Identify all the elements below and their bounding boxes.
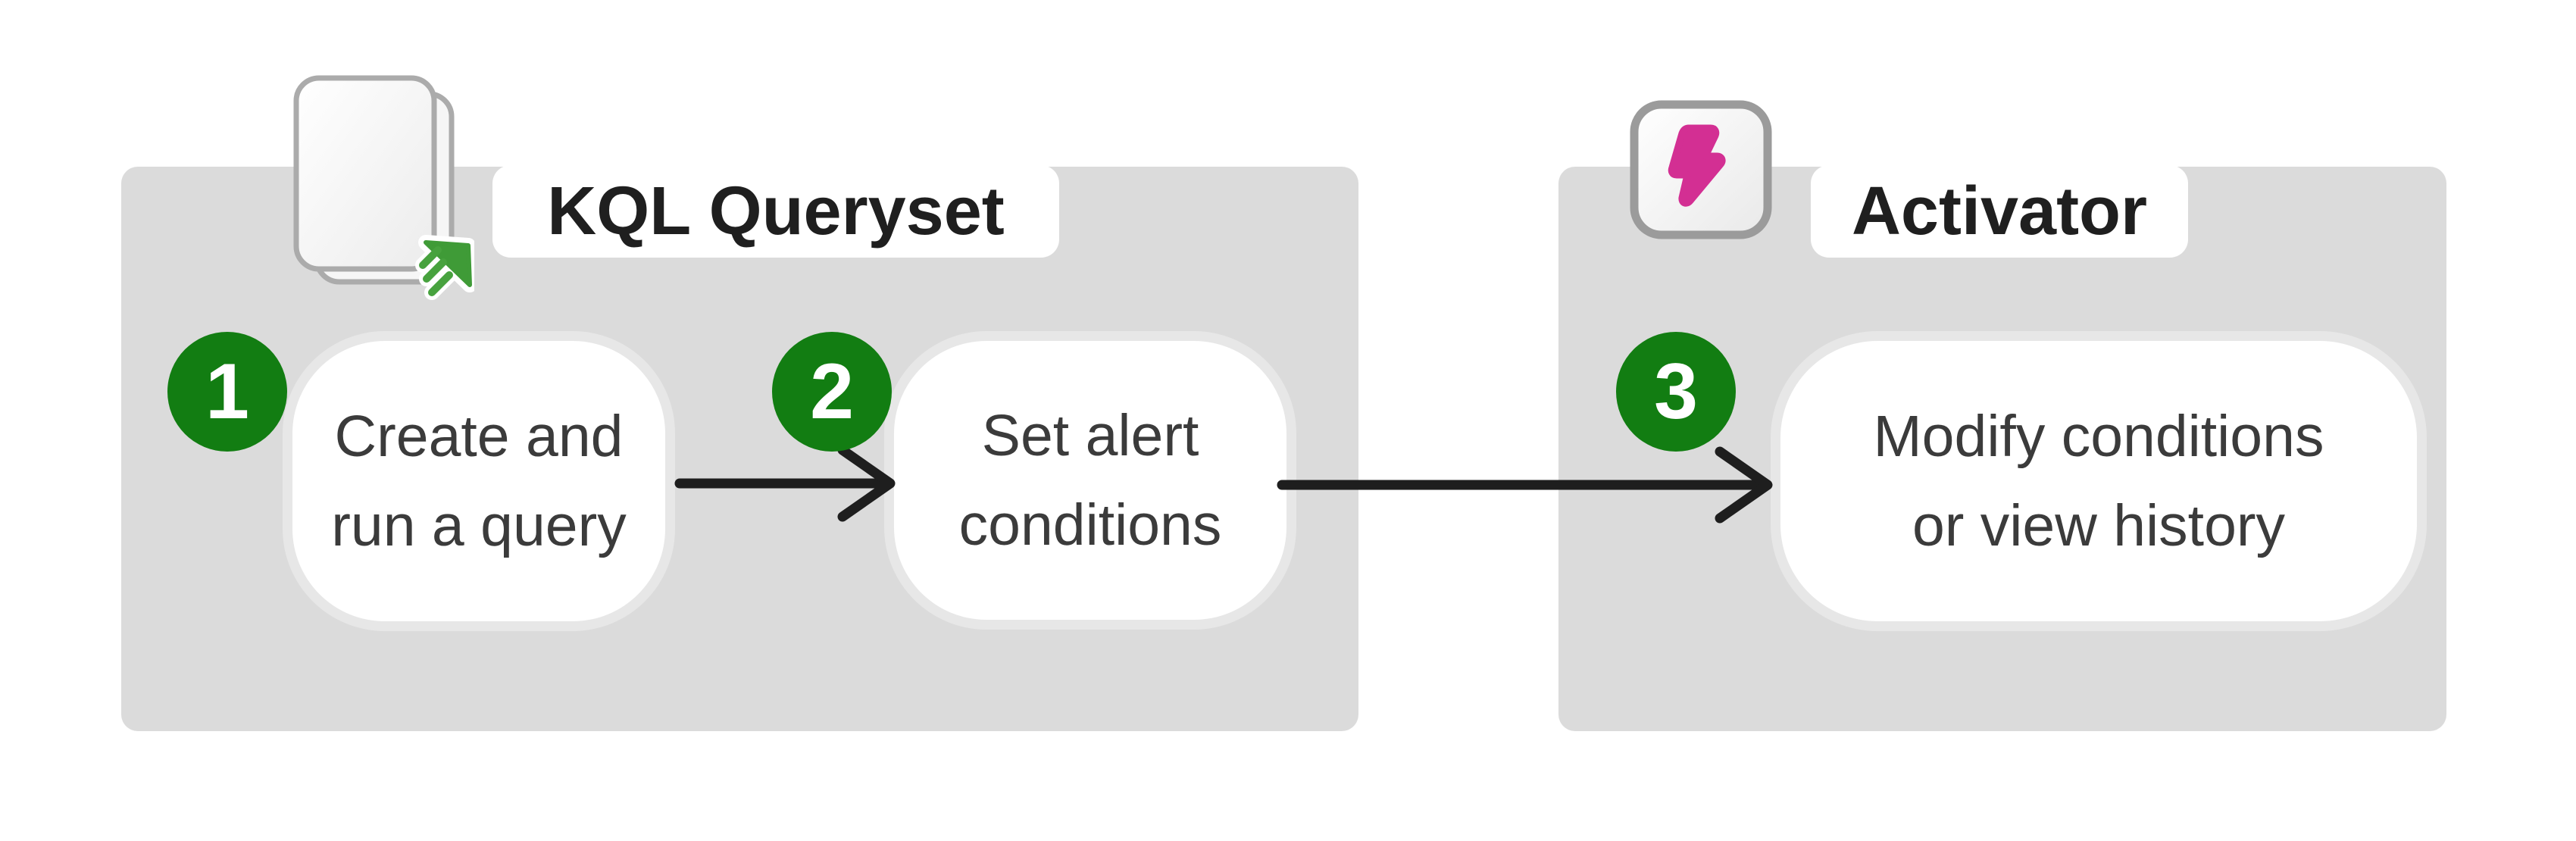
step-3-text-line2: or view history	[1912, 493, 2286, 558]
activator-lightning-icon	[1629, 99, 1773, 240]
step-1-text-line2: run a query	[331, 493, 627, 558]
step-1-text-line1: Create and	[334, 404, 624, 469]
kql-queryset-title: KQL Queryset	[547, 173, 1005, 249]
step-3-badge: 3	[1616, 332, 1736, 452]
lightning-bolt-icon	[1630, 100, 1772, 239]
activator-title: Activator	[1851, 173, 2148, 249]
step-3-bubble: Modify conditions or view history	[1780, 341, 2417, 621]
step-2-number: 2	[810, 347, 854, 436]
step-3-text-line1: Modify conditions	[1873, 404, 2324, 469]
step-1-badge: 1	[167, 332, 287, 452]
step-1-bubble: Create and run a query	[292, 341, 665, 621]
step-2-badge: 2	[772, 332, 892, 452]
step-2-text-line1: Set alert	[981, 403, 1199, 468]
step-1-number: 1	[205, 347, 249, 436]
activator-label: Activator	[1811, 165, 2188, 258]
kql-queryset-documents-icon	[292, 74, 477, 302]
step-3-number: 3	[1654, 347, 1698, 436]
kql-queryset-label: KQL Queryset	[492, 165, 1059, 258]
documents-stack-icon	[293, 75, 477, 300]
step-2-text-line2: conditions	[958, 492, 1222, 558]
step-2-bubble: Set alert conditions	[894, 341, 1286, 620]
